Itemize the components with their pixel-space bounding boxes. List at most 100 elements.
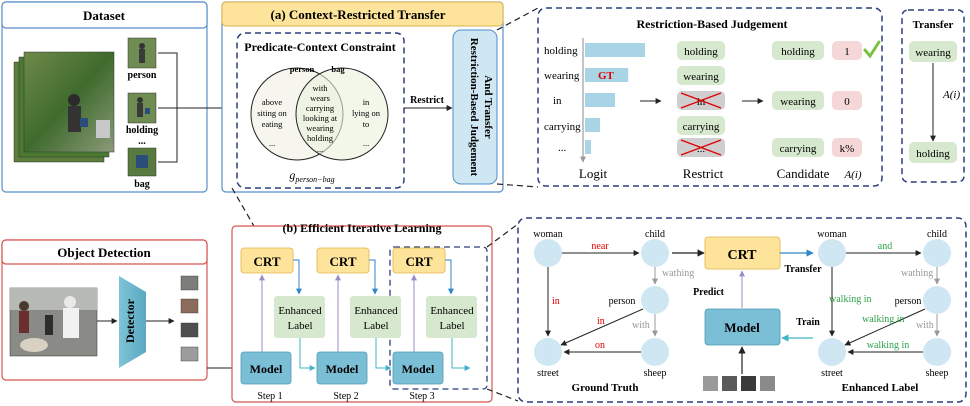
graph-node — [923, 286, 951, 314]
gt-marker: GT — [598, 70, 615, 82]
dataset-title: Dataset — [83, 8, 126, 23]
transfer-to: holding — [916, 148, 950, 160]
center-crt-label: CRT — [727, 248, 757, 263]
train-label: Train — [796, 317, 820, 328]
step-label: Step 3 — [409, 391, 434, 402]
restrict-footer: Restrict — [683, 166, 724, 181]
crt-panel: (a) Context-Restricted Transfer Predicat… — [221, 1, 504, 193]
crop-label-holding: holding — [126, 125, 158, 136]
venn-right-item: to — [363, 119, 370, 129]
restrict-column: holdingwearingincarrying... — [677, 41, 725, 157]
node-label: street — [537, 368, 559, 379]
venn-middle-item: looking at — [303, 113, 338, 123]
step3-highlight — [389, 246, 488, 390]
detector-label: Detector — [123, 298, 137, 343]
ai-footer: A(i) — [843, 169, 861, 181]
score-chip — [832, 91, 862, 110]
cross-icon — [680, 92, 722, 109]
venn-bag-circle — [295, 67, 389, 161]
transfer-to-chip — [909, 142, 957, 163]
predicate-label: in — [553, 95, 562, 107]
node-label: woman — [533, 229, 562, 240]
restrict-chip-label: ... — [697, 143, 706, 155]
enhanced-label-text: Enhanced — [354, 305, 398, 317]
crt-label: CRT — [330, 254, 357, 269]
edge-label: and — [878, 241, 892, 252]
predicate-label: holding — [544, 45, 578, 57]
eil-panel: (b) Efficient Iterative Learning CRT Enh… — [231, 221, 493, 403]
venn-middle-item: wears — [310, 93, 330, 103]
dataset-photos — [13, 51, 115, 163]
venn-middle-item: holding — [307, 133, 334, 143]
candidate-chip — [772, 91, 824, 110]
transfer-from-chip — [909, 41, 957, 62]
node-label: child — [927, 229, 947, 240]
crop-label-bag: bag — [134, 179, 150, 190]
venn-caption: gperson−bag — [289, 168, 334, 184]
candidate-label: holding — [781, 46, 815, 58]
venn-right-item: in — [363, 97, 370, 107]
predict-label: Predict — [693, 287, 725, 298]
graph-node — [641, 286, 669, 314]
enhanced-label-text: Label — [287, 320, 312, 332]
pcc-title: Predicate-Context Constraint — [244, 40, 395, 54]
center-model-label: Model — [724, 320, 760, 335]
logit-bar — [585, 93, 615, 107]
edge-label: in — [597, 316, 605, 327]
transfer-arrow-label: A(i) — [942, 89, 960, 101]
crt-title-bar — [221, 1, 504, 27]
graph-node — [534, 338, 562, 366]
center-model-block — [704, 308, 781, 346]
graphs-panel: woman child person street sheep near — [517, 217, 967, 403]
logit-bars — [585, 43, 645, 154]
model-label: Model — [326, 362, 359, 376]
model-label: Model — [250, 362, 283, 376]
graph-node — [818, 239, 846, 267]
edge-label: on — [595, 340, 605, 351]
detection-panel: Object Detection Detector — [1, 239, 241, 381]
venn-left-item: siting on — [257, 108, 287, 118]
dataset-ellipsis: ... — [138, 136, 146, 147]
model-label: Model — [402, 362, 435, 376]
detection-photo — [9, 287, 98, 357]
score-label: k% — [840, 143, 855, 155]
graph-node — [641, 338, 669, 366]
crt-label: CRT — [406, 254, 433, 269]
predicate-label: ... — [558, 142, 567, 154]
candidate-label: carrying — [780, 143, 817, 155]
model-block — [316, 351, 368, 385]
judgement-panel: Restriction-Based Judgement holding wear… — [537, 7, 883, 187]
ground-truth-caption: Ground Truth — [572, 382, 639, 394]
node-label: sheep — [926, 368, 949, 379]
restrict-chip-label: wearing — [683, 71, 719, 83]
enhanced-label-text: Enhanced — [278, 305, 322, 317]
predicate-label: carrying — [544, 121, 581, 133]
venn-middle-item: ... — [317, 144, 323, 154]
transfer-title: Transfer — [913, 19, 954, 31]
eil-step-1: CRT Enhanced Label Model Step 1 — [240, 247, 325, 402]
transfer-panel: Transfer wearing A(i) holding — [901, 9, 965, 183]
detected-crops — [180, 275, 199, 362]
venn-middle-item: carrying — [306, 103, 335, 113]
eil-title: (b) Efficient Iterative Learning — [283, 221, 442, 235]
step-label: Step 2 — [333, 391, 358, 402]
transfer-label: Transfer — [784, 264, 822, 275]
model-block — [392, 351, 444, 385]
step-label: Step 1 — [257, 391, 282, 402]
node-label: person — [609, 296, 636, 307]
graph-node — [818, 338, 846, 366]
pcc-box — [236, 32, 405, 189]
logit-bar — [585, 118, 600, 132]
edge-label: walking in — [829, 294, 872, 305]
graph-node — [641, 239, 669, 267]
edge-label: near — [591, 241, 609, 252]
node-label: woman — [817, 229, 846, 240]
enhanced-label-block — [274, 296, 325, 338]
enhanced-graph: woman child person street sheep and — [817, 229, 951, 394]
candidate-footer: Candidate — [777, 166, 830, 181]
candidate-label: wearing — [780, 96, 816, 108]
eil-step-3: CRT Enhanced Label Model Step 3 — [392, 247, 477, 402]
graphs-center: CRT Model Predict Transfer Train — [693, 236, 822, 391]
